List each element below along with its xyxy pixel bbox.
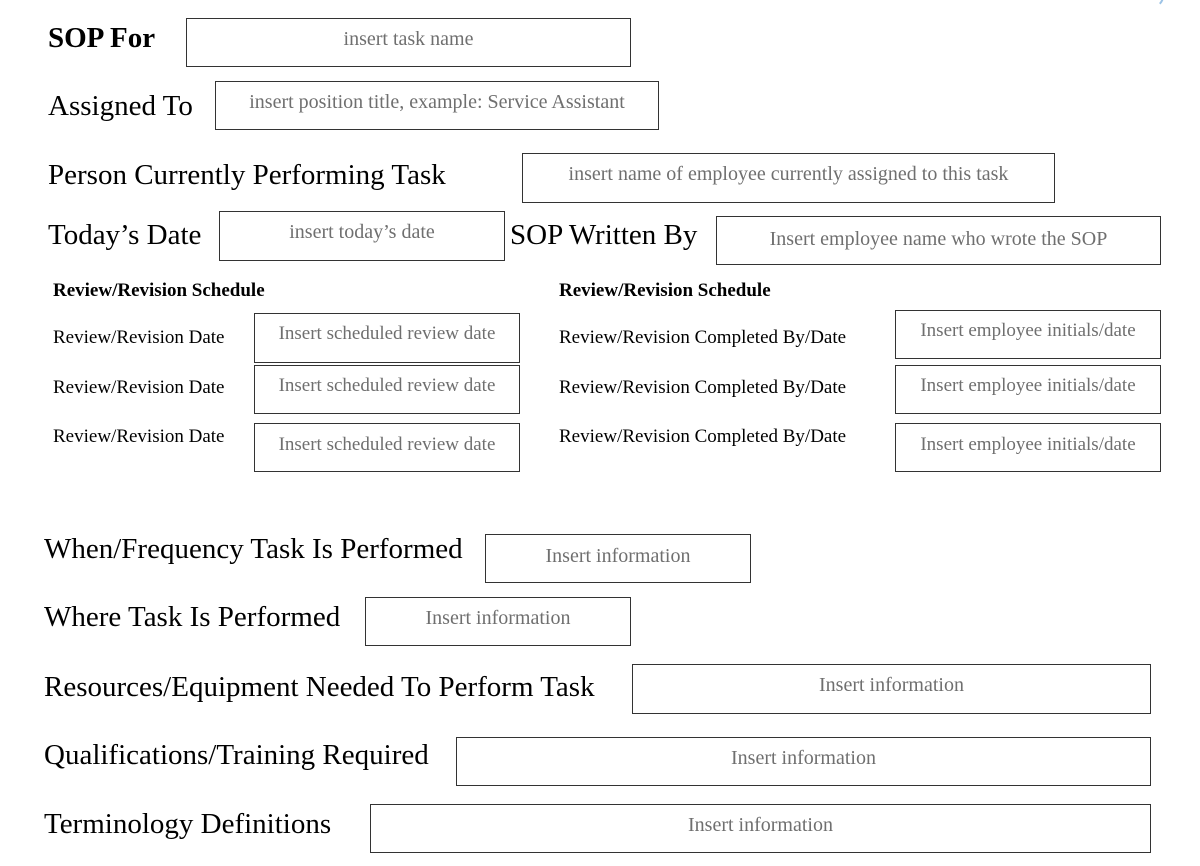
review-completed-label: Review/Revision Completed By/Date — [559, 327, 847, 348]
person-performing-label: Person Currently Performing Task — [48, 159, 446, 191]
review-date-label: Review/Revision Date — [53, 377, 225, 398]
sop-for-field[interactable]: insert task name — [186, 18, 631, 67]
assigned-to-field[interactable]: insert position title, example: Service … — [215, 81, 659, 130]
review-date-field[interactable]: Insert scheduled review date — [254, 423, 520, 472]
todays-date-field[interactable]: insert today’s date — [219, 211, 505, 261]
location-label: Where Task Is Performed — [44, 601, 341, 633]
qualifications-label: Qualifications/Training Required — [44, 739, 429, 771]
review-completed-field[interactable]: Insert employee initials/date — [895, 365, 1161, 414]
terminology-label: Terminology Definitions — [44, 808, 332, 840]
corner-decoration — [1150, 0, 1164, 8]
review-completed-field[interactable]: Insert employee initials/date — [895, 423, 1161, 472]
review-date-label: Review/Revision Date — [53, 327, 225, 348]
review-schedule-heading-left: Review/Revision Schedule — [53, 280, 265, 301]
review-completed-label: Review/Revision Completed By/Date — [559, 377, 847, 398]
review-completed-field[interactable]: Insert employee initials/date — [895, 310, 1161, 359]
frequency-label: When/Frequency Task Is Performed — [44, 533, 463, 565]
terminology-field[interactable]: Insert information — [370, 804, 1151, 853]
review-date-field[interactable]: Insert scheduled review date — [254, 365, 520, 414]
person-performing-field[interactable]: insert name of employee currently assign… — [522, 153, 1055, 203]
written-by-field[interactable]: Insert employee name who wrote the SOP — [716, 216, 1161, 265]
location-field[interactable]: Insert information — [365, 597, 631, 646]
todays-date-label: Today’s Date — [48, 219, 202, 251]
review-completed-label: Review/Revision Completed By/Date — [559, 426, 847, 447]
qualifications-field[interactable]: Insert information — [456, 737, 1151, 786]
resources-field[interactable]: Insert information — [632, 664, 1151, 714]
sop-for-label: SOP For — [48, 22, 156, 54]
review-schedule-heading-right: Review/Revision Schedule — [559, 280, 771, 301]
resources-label: Resources/Equipment Needed To Perform Ta… — [44, 671, 595, 703]
frequency-field[interactable]: Insert information — [485, 534, 751, 583]
written-by-label: SOP Written By — [510, 219, 698, 251]
review-date-label: Review/Revision Date — [53, 426, 225, 447]
assigned-to-label: Assigned To — [48, 90, 193, 122]
review-date-field[interactable]: Insert scheduled review date — [254, 313, 520, 363]
